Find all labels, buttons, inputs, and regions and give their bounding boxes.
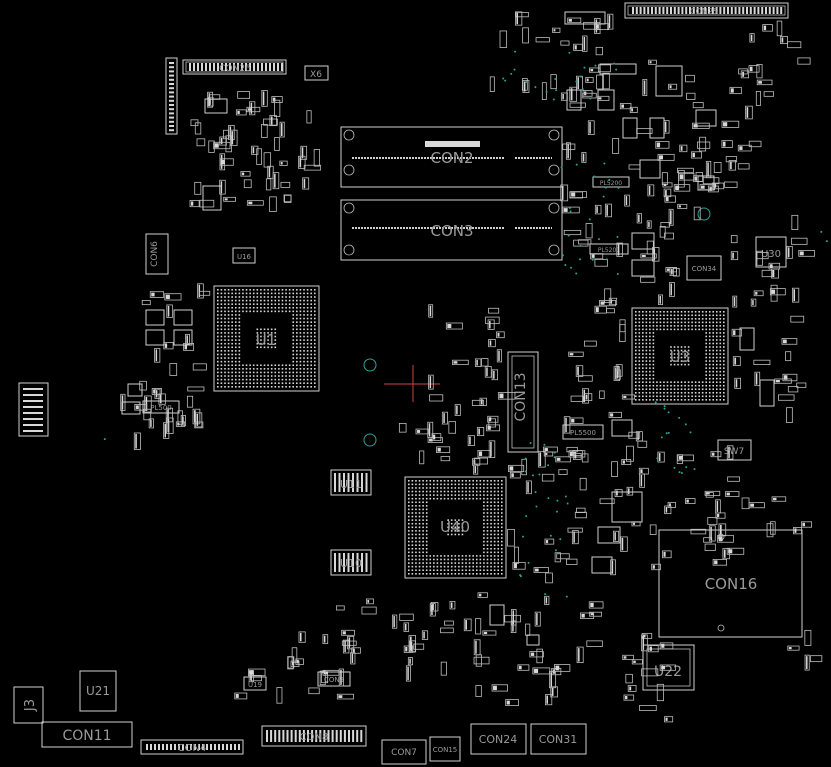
probe-marker [384,365,440,402]
via-dots [103,50,828,598]
chip-u40-bga: U40 [404,476,507,579]
connector-con26: CON26 [182,59,287,75]
connector-con9: CON9 [317,671,351,687]
label-u11: U11 [340,478,362,491]
label-pl5201: PL5201 [598,247,620,254]
label-u22: U22 [654,664,682,680]
chip-u21: U21 [79,670,117,712]
label-x6: X6 [310,70,322,80]
chip-u22: U22 [642,644,695,691]
label-con26: CON26 [219,64,251,74]
chip-u19: U19 [243,676,267,691]
label-con7: CON7 [391,748,417,758]
connector-con34: CON34 [686,255,722,281]
connector-con11: CON11 [41,721,133,748]
label-con3: CON3 [430,222,473,240]
label-con16: CON16 [705,575,758,593]
label-pl5200: PL5200 [600,180,622,187]
connector-con8: CON8 [261,725,367,747]
label-u40: U40 [440,518,470,536]
label-j3: J3 [23,699,38,712]
chip-u30: U30 [755,236,787,268]
memory-slot-con2: CON2 [340,126,563,188]
inductor-pl5500: PL5500 [562,424,604,440]
memory-slot-con3: CON3 [340,199,563,261]
chip-u11: U11 [330,469,372,496]
label-u21: U21 [86,684,110,698]
label-con6: CON6 [150,241,160,267]
connector-con15: CON15 [429,736,461,762]
label-con11: CON11 [62,728,111,744]
label-con15: CON15 [433,746,458,754]
connector-con7: CON7 [381,739,427,765]
connector-con24: CON24 [470,723,527,755]
label-u3: U3 [670,348,691,366]
label-u30: U30 [761,249,781,260]
fiducial-mark [363,433,377,447]
label-con9: CON9 [324,676,344,684]
crystal-x6: X6 [304,65,329,81]
label-u16: U16 [237,253,252,261]
connector-con6: CON6 [145,233,169,275]
label-con4: CON4 [178,743,207,754]
inductor-pl5200: PL5200 [592,176,630,188]
label-con8: CON8 [300,732,329,743]
label-u19: U19 [248,681,262,689]
chip-u1-bga: U1 [213,285,320,392]
label-con2: CON2 [430,149,473,167]
fiducial-mark [697,207,711,221]
connector-con25: CON25 [624,2,789,19]
fiducial-mark [363,358,377,372]
switch-sw7: SW7 [717,439,752,461]
label-pl5500: PL5500 [570,429,596,437]
connector-left-edge [18,382,49,437]
label-u1: U1 [256,331,277,349]
label-u10: U10 [340,557,362,570]
label-pl500: PL500 [150,404,171,412]
connector-con13: CON13 [507,351,539,453]
connector-j3: J3 [13,686,44,724]
chip-u16: U16 [232,247,256,264]
label-con13: CON13 [513,372,529,421]
label-sw7: SW7 [724,447,744,457]
connector-con4: CON4 [140,739,244,755]
connector-con31: CON31 [530,723,587,755]
label-con34: CON34 [692,265,717,273]
label-con24: CON24 [479,733,518,746]
passive-components [120,11,823,723]
chip-u3-bga: U3 [631,307,729,405]
label-con31: CON31 [539,733,578,746]
label-con25: CON25 [690,7,718,16]
header-strip-left [165,57,178,135]
inductor-pl5201: PL5201 [589,243,629,255]
connector-con16: CON16 [658,529,803,638]
chip-u10: U10 [330,549,372,576]
